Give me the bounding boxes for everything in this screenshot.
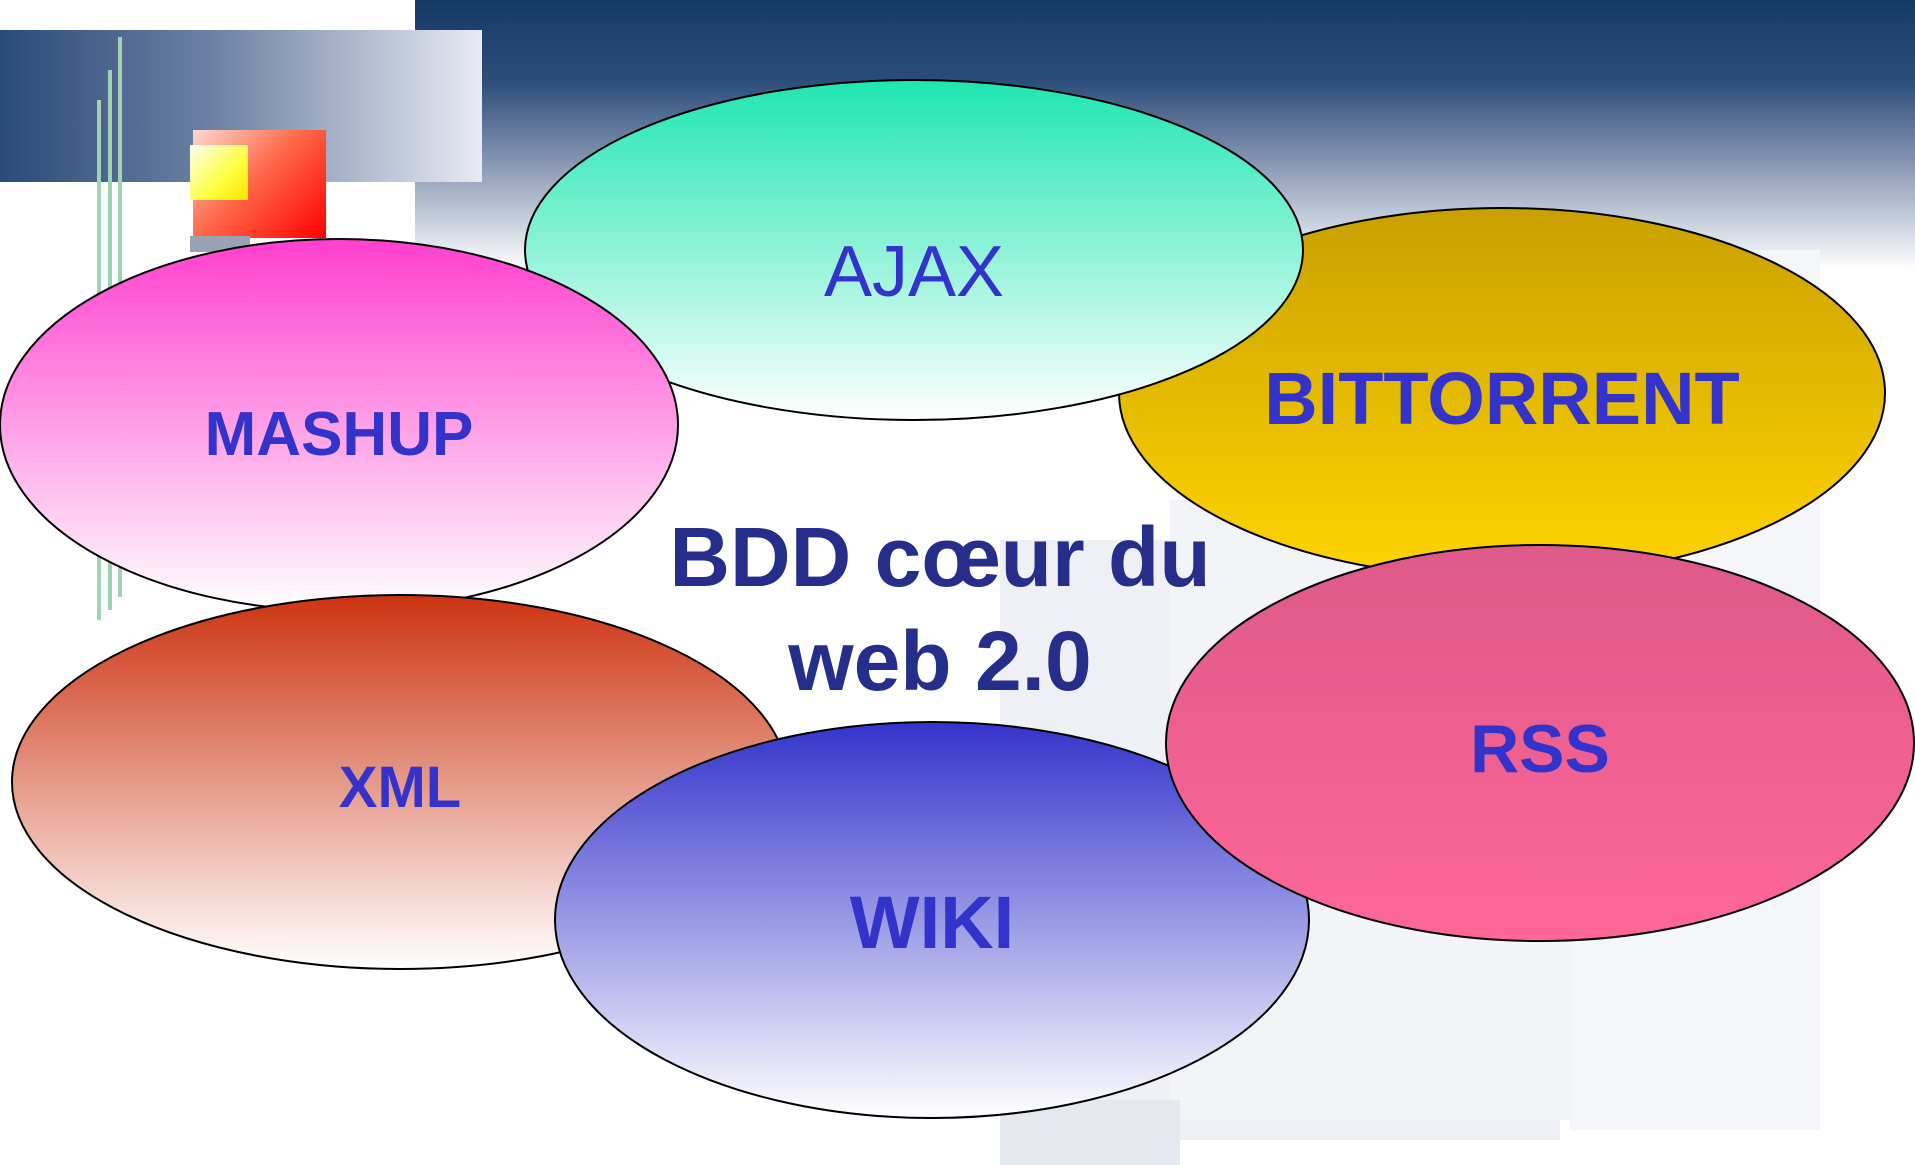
center-title-line-2: web 2.0 bbox=[788, 614, 1092, 708]
bubble-bittorrent: BITTORRENT bbox=[1118, 207, 1886, 579]
bubble-rss: RSS bbox=[1165, 544, 1915, 942]
bubble-label-ajax: AJAX bbox=[824, 232, 1004, 312]
yellow-square-decor bbox=[190, 145, 248, 200]
bubble-label-bittorrent: BITTORRENT bbox=[1264, 357, 1740, 440]
center-title: BDD cœur du web 2.0 bbox=[560, 505, 1320, 713]
bubble-label-wiki: WIKI bbox=[850, 881, 1014, 964]
bubble-label-mashup: MASHUP bbox=[205, 400, 474, 469]
bubble-label-xml: XML bbox=[339, 755, 461, 820]
bubble-ajax: AJAX bbox=[524, 79, 1304, 421]
bubble-label-rss: RSS bbox=[1470, 711, 1610, 787]
bubble-wiki: WIKI bbox=[554, 721, 1310, 1119]
center-title-line-1: BDD cœur du bbox=[669, 510, 1211, 604]
